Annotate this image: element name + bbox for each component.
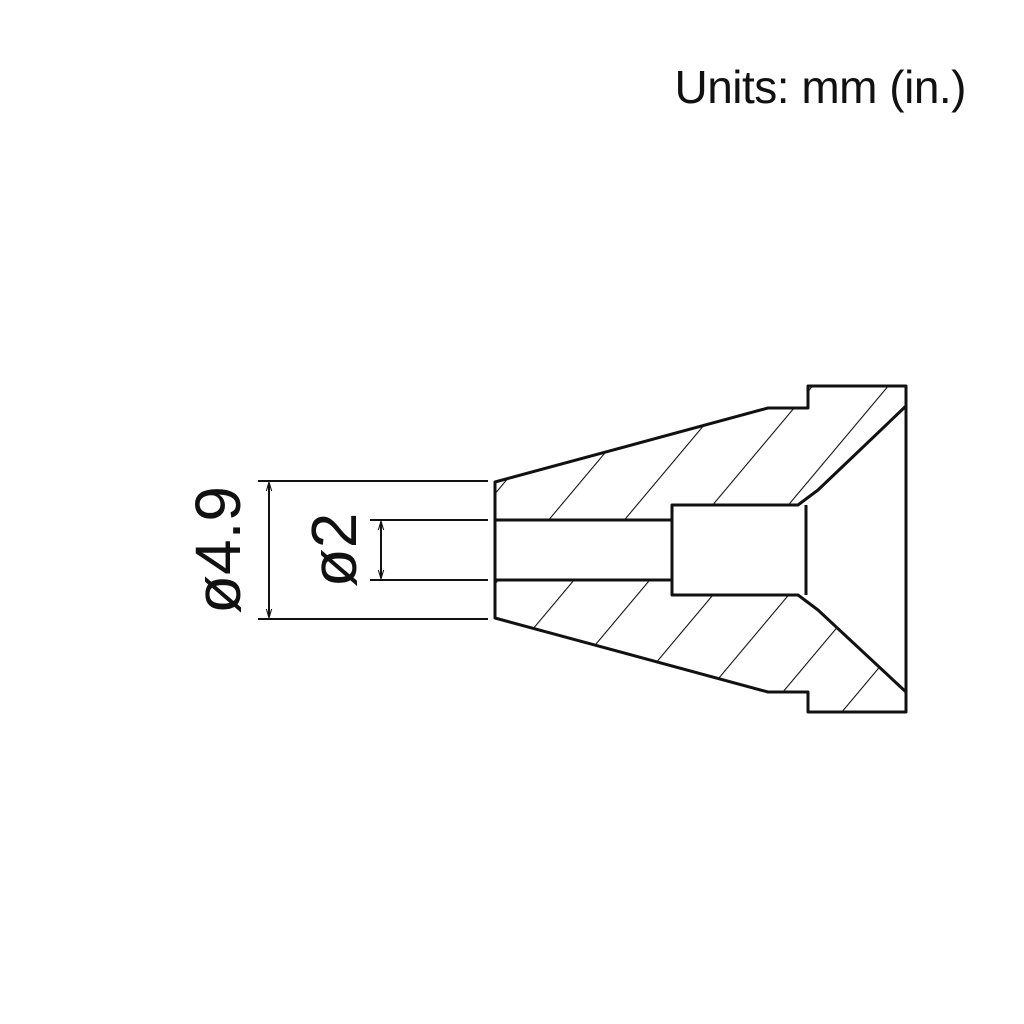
units-label: Units: mm (in.) <box>674 61 967 113</box>
outer-diameter-label: ø4.9 <box>182 486 254 614</box>
upper-wall-section <box>493 384 908 522</box>
inner-diameter-label: ø2 <box>298 513 370 588</box>
lower-wall-section <box>493 578 908 714</box>
